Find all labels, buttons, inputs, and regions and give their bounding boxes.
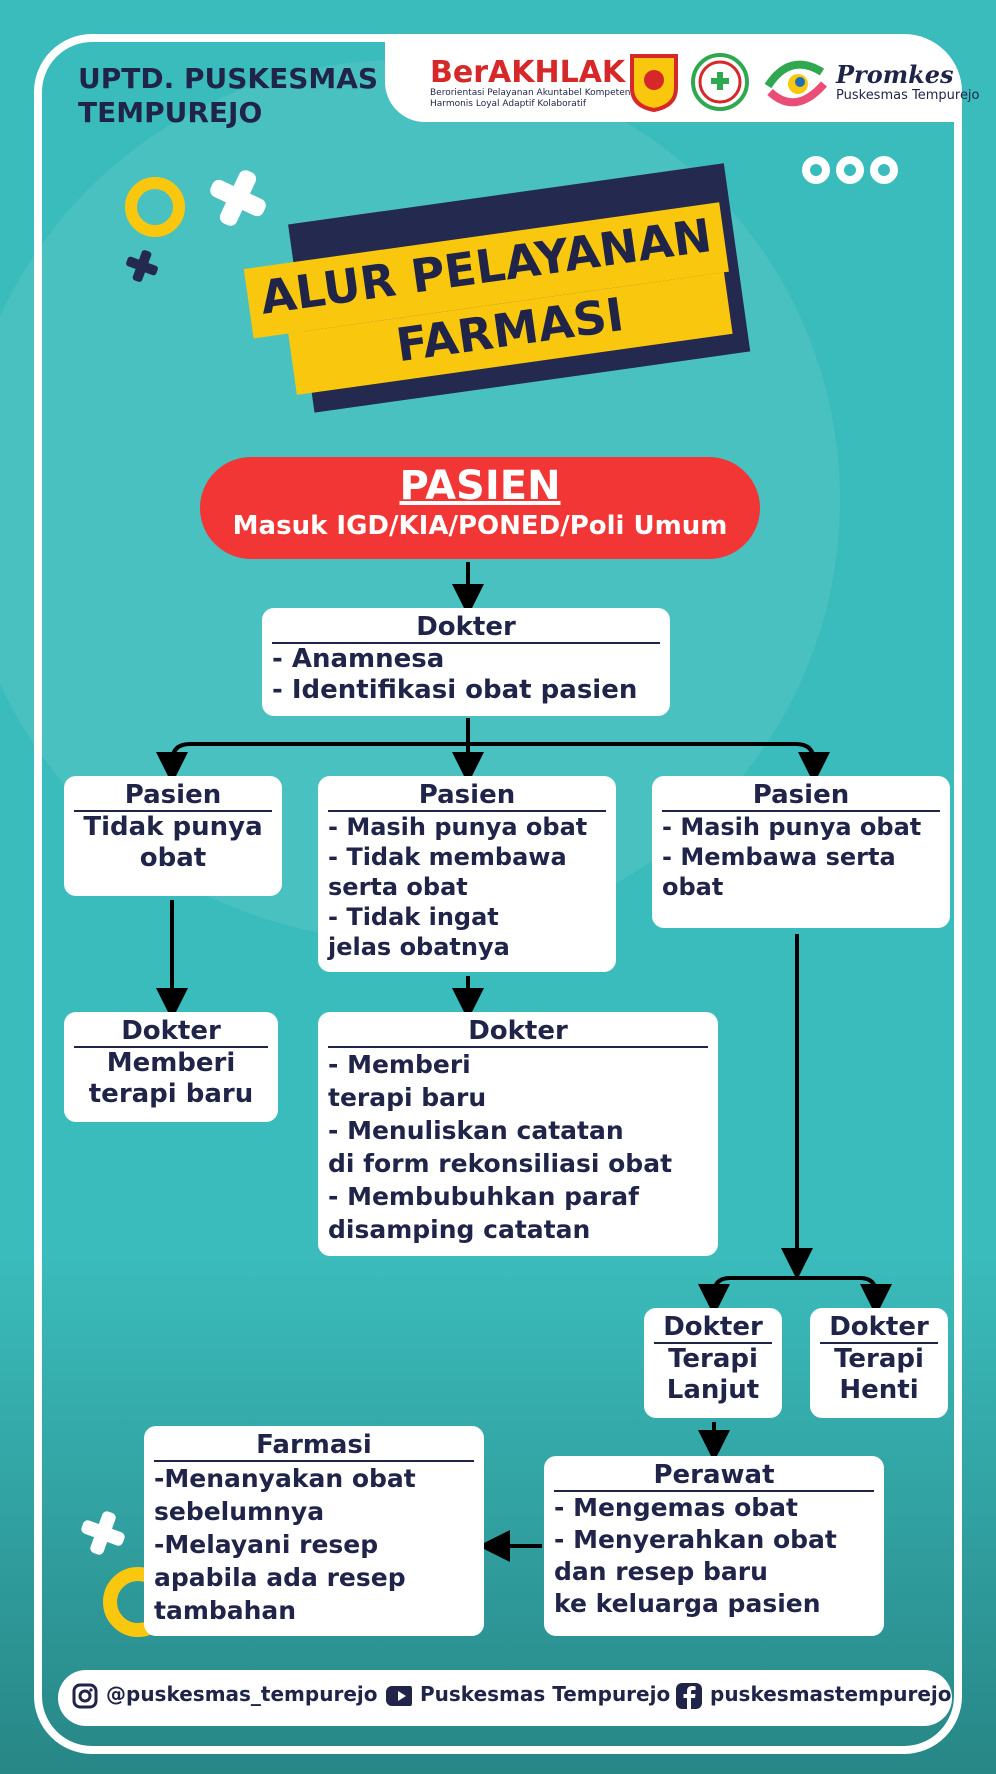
youtube-icon bbox=[386, 1685, 412, 1706]
dot-decoration bbox=[802, 156, 830, 184]
arrow-dokter-to-pasien-bawa bbox=[468, 742, 830, 784]
three-dots-decoration bbox=[802, 156, 904, 188]
navy-cross-decoration bbox=[126, 250, 158, 282]
node-pasien-tidak-membawa: Pasien - Masih punya obat - Tidak membaw… bbox=[318, 776, 616, 972]
white-cross-decoration bbox=[210, 170, 266, 226]
start-node-pasien: PASIEN Masuk IGD/KIA/PONED/Poli Umum bbox=[200, 457, 760, 559]
node-pasien-membawa: Pasien - Masih punya obat - Membawa sert… bbox=[652, 776, 950, 928]
puskesmas-logo-icon bbox=[691, 53, 749, 111]
white-cross-decoration bbox=[81, 1511, 125, 1555]
arrow-split-to-henti bbox=[797, 1276, 892, 1316]
arrow-split-to-lanjut bbox=[698, 1276, 797, 1316]
social-youtube[interactable]: Puskesmas Tempurejo bbox=[386, 1682, 670, 1709]
node-dokter-terapi-lanjut: Dokter Terapi Lanjut bbox=[644, 1308, 782, 1418]
arrow-dokter-to-pasien-tidak bbox=[156, 742, 468, 784]
berakhlak-logo: BerAKHLAK Berorientasi Pelayanan Akuntab… bbox=[430, 55, 631, 110]
node-dokter-terapi-henti: Dokter Terapi Henti bbox=[810, 1308, 948, 1418]
node-dokter-terapi-baru: Dokter Memberi terapi baru bbox=[64, 1012, 278, 1122]
node-farmasi: Farmasi -Menanyakan obat sebelumnya -Mel… bbox=[144, 1426, 484, 1636]
node-dokter-rekonsiliasi: Dokter - Memberi terapi baru - Menuliska… bbox=[318, 1012, 718, 1256]
regency-seal-icon bbox=[630, 54, 678, 112]
node-pasien-tidak-punya: Pasien Tidak punya obat bbox=[64, 776, 282, 896]
social-facebook[interactable]: puskesmastempurejo bbox=[676, 1682, 951, 1709]
promkes-logo-icon bbox=[764, 60, 828, 107]
yellow-ring-decoration bbox=[125, 177, 185, 237]
social-instagram[interactable]: @puskesmas_tempurejo bbox=[72, 1682, 377, 1709]
node-perawat: Perawat - Mengemas obat - Menyerahkan ob… bbox=[544, 1456, 884, 1636]
promkes-label: Promkes Puskesmas Tempurejo bbox=[836, 60, 980, 104]
poster-frame bbox=[34, 34, 962, 1754]
node-dokter-anamnesa: Dokter - Anamnesa - Identifikasi obat pa… bbox=[262, 608, 670, 716]
dot-decoration bbox=[836, 156, 864, 184]
instagram-icon bbox=[72, 1683, 98, 1708]
dot-decoration bbox=[870, 156, 898, 184]
institution-name: UPTD. PUSKESMAS TEMPUREJO bbox=[78, 62, 379, 129]
social-media-bar: @puskesmas_tempurejo Puskesmas Tempurejo… bbox=[58, 1670, 952, 1726]
facebook-icon bbox=[676, 1682, 702, 1709]
